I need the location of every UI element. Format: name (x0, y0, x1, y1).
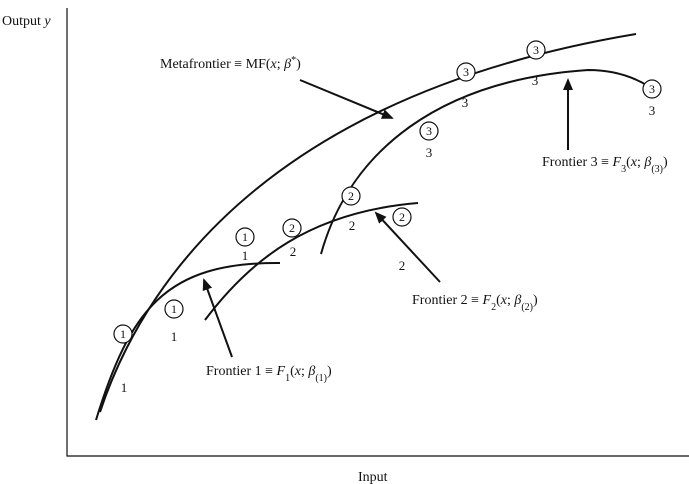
group-1-point: 1 (171, 329, 178, 344)
group-2-circled-point: 2 (282, 218, 302, 238)
group-1-circled-point: 1 (113, 324, 133, 344)
group-3-circled-point: 3 (526, 40, 546, 60)
svg-text:3: 3 (533, 43, 539, 57)
metafrontier-label: Metafrontier ≡ MF(x; β*) (160, 55, 301, 73)
group-2-circled-point: 2 (392, 207, 412, 227)
metafrontier-curve (99, 33, 637, 413)
frontier-1-arrow (202, 278, 233, 358)
group-2-circled-point: 2 (341, 186, 361, 206)
group-3-circled-point: 3 (456, 62, 476, 82)
group-2-point: 2 (290, 244, 297, 259)
group-3-point: 3 (426, 145, 433, 160)
group-3-circled-point: 3 (419, 121, 439, 141)
group-3-point: 3 (532, 73, 539, 88)
frontier-1-label: Frontier 1 ≡ F1(x; β(1)) (206, 364, 332, 384)
group-3-point: 3 (649, 103, 656, 118)
svg-text:3: 3 (426, 124, 432, 138)
axes (66, 8, 689, 457)
group-1-circled-point: 1 (235, 227, 255, 247)
x-axis-label: Input (358, 470, 388, 484)
svg-text:3: 3 (463, 65, 469, 79)
frontier-2-curve (204, 202, 419, 321)
group-1-point: 1 (121, 380, 128, 395)
svg-text:2: 2 (399, 210, 405, 224)
frontier-1-curve (95, 261, 281, 421)
svg-text:1: 1 (120, 327, 126, 341)
svg-text:1: 1 (242, 230, 248, 244)
group-3-circled-point: 3 (642, 79, 662, 99)
frontier-2-label: Frontier 2 ≡ F2(x; β(2)) (412, 293, 538, 313)
group-2-point: 2 (399, 258, 406, 273)
svg-text:2: 2 (289, 221, 295, 235)
svg-text:2: 2 (348, 189, 354, 203)
frontier-2-arrow (374, 211, 441, 283)
frontier-3-label: Frontier 3 ≡ F3(x; β(3)) (542, 155, 668, 175)
group-3-point: 3 (462, 95, 469, 110)
y-axis-label: Output y (2, 14, 51, 29)
group-1-point: 1 (242, 248, 249, 263)
svg-text:3: 3 (649, 82, 655, 96)
group-2-point: 2 (349, 218, 356, 233)
metafrontier-arrow (299, 79, 394, 119)
group-1-circled-point: 1 (164, 299, 184, 319)
svg-text:1: 1 (171, 302, 177, 316)
